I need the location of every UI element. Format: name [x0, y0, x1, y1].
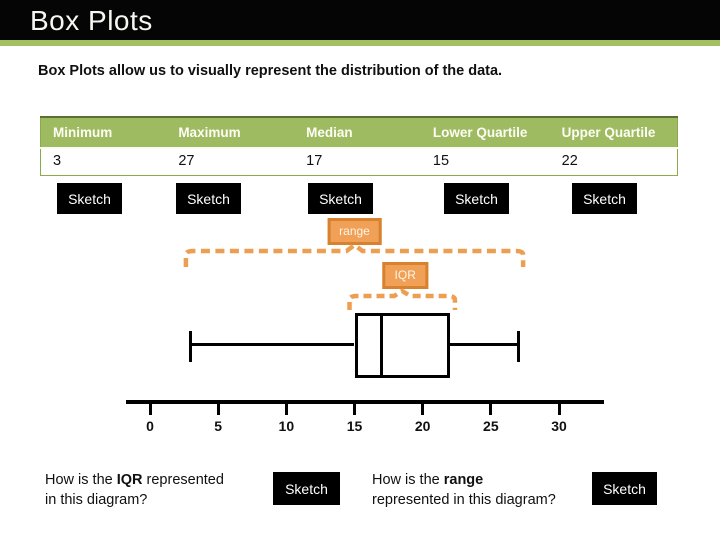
value-lower-quartile: 15: [420, 148, 550, 176]
box-iqr: [354, 313, 450, 378]
axis-tick-label: 15: [346, 418, 363, 434]
page-title: Box Plots: [30, 5, 153, 36]
intro-text: Box Plots allow us to visually represent…: [38, 63, 503, 79]
range-label: range: [327, 218, 382, 245]
axis-tick-label: 30: [551, 418, 567, 434]
whisker-line-left: [190, 343, 355, 346]
axis-tick-label: 0: [146, 418, 154, 434]
column-header-minimum: Minimum: [40, 117, 167, 149]
axis-tick: [557, 402, 561, 415]
axis-tick: [421, 402, 425, 415]
value-upper-quartile: 22: [549, 148, 678, 176]
sketch-button-minimum[interactable]: Sketch: [57, 183, 122, 214]
axis-tick-label: 10: [278, 418, 295, 434]
axis-tick: [216, 402, 220, 415]
sketch-button-median[interactable]: Sketch: [308, 183, 373, 214]
column-header-lower-quartile: Lower Quartile: [420, 117, 550, 149]
axis-tick-label: 5: [214, 418, 223, 434]
whisker-cap-min: [189, 331, 193, 362]
axis-tick: [353, 402, 356, 415]
axis-tick: [489, 402, 493, 415]
axis-line: [126, 400, 604, 404]
value-median: 17: [294, 148, 421, 176]
accent-underline: [0, 40, 720, 46]
sketch-button-lower-quartile[interactable]: Sketch: [444, 183, 509, 214]
column-header-median: Median: [294, 117, 421, 149]
sketch-button-upper-quartile[interactable]: Sketch: [572, 183, 637, 214]
column-header-maximum: Maximum: [166, 117, 295, 149]
table-header-row: Minimum Maximum Median Lower Quartile Up…: [40, 117, 678, 149]
table-row: 3 27 17 15 22: [40, 148, 678, 176]
stats-table: Minimum Maximum Median Lower Quartile Up…: [40, 116, 678, 176]
question-range-keyword: range: [443, 472, 484, 488]
axis-tick: [284, 402, 288, 415]
question-range-text: How is the: [372, 472, 444, 488]
question-iqr-keyword: IQR: [116, 472, 143, 488]
sketch-button-iqr-question[interactable]: Sketch: [273, 472, 340, 505]
axis-tick: [148, 402, 152, 415]
axis-tick-label: 20: [414, 418, 431, 434]
median-line: [380, 313, 384, 378]
title-bar: Box Plots: [0, 0, 720, 40]
whisker-cap-max: [516, 331, 520, 362]
question-iqr-text: How is the: [45, 472, 117, 488]
sketch-button-range-question[interactable]: Sketch: [592, 472, 657, 505]
value-maximum: 27: [166, 148, 295, 176]
axis-tick-label: 25: [483, 418, 499, 434]
value-minimum: 3: [40, 148, 167, 176]
whisker-line-right: [449, 343, 519, 346]
sketch-button-maximum[interactable]: Sketch: [176, 183, 241, 214]
column-header-upper-quartile: Upper Quartile: [549, 117, 678, 149]
